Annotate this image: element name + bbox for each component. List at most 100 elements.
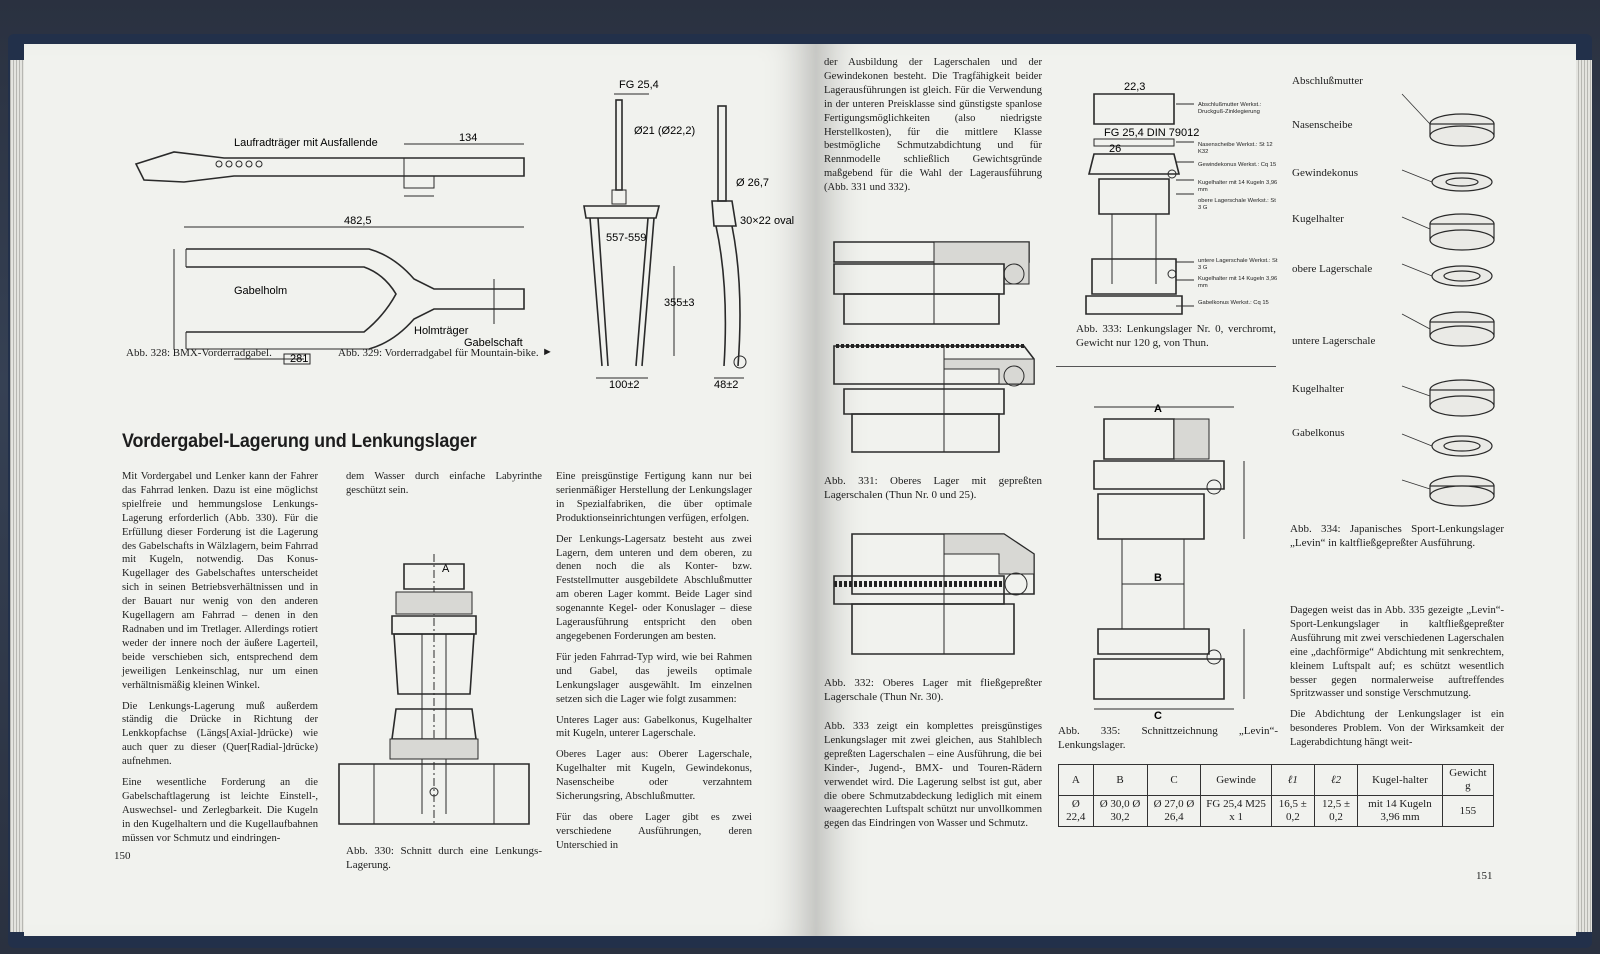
fig333-label: obere Lagerschale Werkst.: St 3 G <box>1198 198 1276 211</box>
right-page: der Ausbildung der Lagerschalen und der … <box>816 44 1576 936</box>
dim-26: 26 <box>1109 143 1121 155</box>
label-gabelschaft: Gabelschaft <box>464 337 523 349</box>
right-col1-top: der Ausbildung der Lagerschalen und der … <box>824 57 1042 194</box>
caption-fig334: Abb. 334: Japanisches Sport-Lenkungslage… <box>1290 523 1504 549</box>
paragraph: Dagegen weist das in Abb. 335 gezeigte „… <box>1290 605 1504 700</box>
label-gabelholm: Gabelholm <box>234 285 287 297</box>
dim-phi21: Ø21 (Ø22,2) <box>634 125 695 137</box>
table-header: Kugel-halter <box>1357 764 1443 796</box>
dim-223: 22,3 <box>1124 81 1145 93</box>
right-col3-bottom: Dagegen weist das in Abb. 335 gezeigte „… <box>1290 604 1504 757</box>
upper-bearing-pressed-drawing <box>833 241 1035 453</box>
table-cell: Ø 22,4 <box>1058 795 1094 827</box>
left-col1: Mit Vordergabel und Lenker kann der Fahr… <box>122 470 318 853</box>
caption-fig329: Abb. 329: Vorderradgabel für Mountain-bi… <box>338 347 539 359</box>
paragraph: Unteres Lager aus: Gabelkonus, Kugelhalt… <box>556 714 752 740</box>
table-cell: mit 14 Kugeln 3,96 mm <box>1357 795 1443 827</box>
table-cell: FG 25,4 M25 x 1 <box>1200 795 1272 827</box>
part-label: Nasenscheibe <box>1292 119 1353 131</box>
headset-no0-drawing: 22,3 FG 25,4 DIN 79012 26 <box>1085 81 1199 315</box>
paragraph: Eine preisgünstige Fertigung kann nur be… <box>556 471 752 524</box>
paragraph: Für jeden Fahrrad-Typ wird, wie bei Rahm… <box>556 651 752 705</box>
dim-3022: 30×22 oval <box>740 215 794 227</box>
fig333-label: Kugelhalter mit 14 Kugeln 3,96 mm <box>1198 180 1278 193</box>
table-cell: Ø 30,0 Ø 30,2 <box>1092 795 1148 827</box>
page-number-left: 150 <box>114 850 131 862</box>
part-label: untere Lagerschale <box>1292 335 1376 347</box>
left-page: Laufradträger mit Ausfallende Gabelholm … <box>24 44 816 936</box>
paragraph: Mit Vordergabel und Lenker kann der Fahr… <box>122 471 318 691</box>
table-cell: 155 <box>1441 795 1495 827</box>
label-holmtraeger: Holmträger <box>414 325 469 337</box>
part-label: Kugelhalter <box>1292 383 1344 395</box>
fig333-label: Kugelhalter mit 14 Kugeln 3,96 mm <box>1198 276 1278 289</box>
table-header: ℓ2 <box>1313 764 1359 796</box>
paragraph: Für das obere Lager gibt es zwei verschi… <box>556 811 752 851</box>
paragraph: Die Abdichtung der Lenkungslager ist ein… <box>1290 709 1504 749</box>
mtb-fork-drawing: FG 25,4 Ø21 (Ø22,2) Ø 26,7 30×22 oval 55… <box>583 79 794 391</box>
dim-1002: 100±2 <box>609 379 640 391</box>
caption-fig330: Abb. 330: Schnitt durch eine Lenkungs-La… <box>346 845 542 871</box>
divider <box>1056 366 1276 367</box>
table-header: A <box>1058 764 1094 796</box>
upper-bearing-extruded-drawing <box>833 533 1035 655</box>
dim-281: 281 <box>290 353 308 365</box>
levin-dimension-table: A B C Gewinde ℓ1 ℓ2 Kugel-halter Gewicht… <box>1058 764 1495 827</box>
dim-fg254-din: FG 25,4 DIN 79012 <box>1104 127 1199 139</box>
page-edges-right <box>1576 60 1592 932</box>
dim-355: 355±3 <box>664 297 695 309</box>
dim-482: 48±2 <box>714 379 738 391</box>
left-col2: dem Wasser durch einfache Labyrinthe ges… <box>346 470 542 505</box>
table-cell: 12,5 ± 0,2 <box>1313 795 1359 827</box>
part-label: obere Lagerschale <box>1292 263 1373 275</box>
dim-134: 134 <box>459 132 477 144</box>
arrow-right-icon: ► <box>542 346 553 358</box>
fig333-label: Nasenscheibe Werkst.: St 12 K32 <box>1198 142 1273 155</box>
dim-557: 557-559 <box>606 232 646 244</box>
label-c: C <box>1154 710 1162 722</box>
dim-fg254: FG 25,4 <box>619 79 659 91</box>
table-header: ℓ1 <box>1270 764 1315 796</box>
bmx-fork-drawing: Laufradträger mit Ausfallende Gabelholm … <box>134 132 525 365</box>
table-header-row: A B C Gewinde ℓ1 ℓ2 Kugel-halter Gewicht… <box>1058 764 1495 796</box>
table-header: B <box>1092 764 1148 796</box>
part-label: Kugelhalter <box>1292 213 1344 225</box>
part-label: Abschlußmutter <box>1292 75 1363 87</box>
paragraph: dem Wasser durch einfache Labyrinthe ges… <box>346 471 542 496</box>
page-edges-left <box>10 60 24 932</box>
steering-bearing-section-drawing: A <box>338 554 530 825</box>
caption-fig333: Abb. 333: Lenkungslager Nr. 0, verchromt… <box>1076 323 1276 349</box>
table-header: C <box>1146 764 1202 796</box>
table-row: Ø 22,4 Ø 30,0 Ø 30,2 Ø 27,0 Ø 26,4 FG 25… <box>1058 795 1495 827</box>
paragraph: Der Lenkungs-Lagersatz besteht aus zwei … <box>556 533 752 642</box>
label-laufradtraeger: Laufradträger mit Ausfallende <box>234 137 378 149</box>
paragraph: Die Lenkungs-Lagerung muß außerdem ständ… <box>122 700 318 768</box>
section-heading: Vordergabel-Lagerung und Lenkungslager <box>122 430 477 452</box>
paragraph: Eine wesentliche Forderung an die Gabels… <box>122 777 318 844</box>
left-col3: Eine preisgünstige Fertigung kann nur be… <box>556 470 752 860</box>
caption-fig331: Abb. 331: Oberes Lager mit gepreßten Lag… <box>824 475 1042 501</box>
fig333-label: Gabelkonus Werkst.: Cq 15 <box>1198 300 1269 306</box>
fig333-label: Gewindekonus Werkst.: Cq 15 <box>1198 162 1277 168</box>
paragraph: Oberes Lager aus: Oberer Lagerschale, Ku… <box>556 749 752 803</box>
part-label: Gewindekonus <box>1292 167 1358 179</box>
caption-fig332: Abb. 332: Oberes Lager mit fließgepreßte… <box>824 677 1042 703</box>
mark-a: A <box>442 563 450 575</box>
right-col1-bottom: Abb. 333 zeigt ein komplettes preisgünst… <box>824 721 1042 830</box>
fig333-label: untere Lagerschale Werkst.: St 3 G <box>1198 258 1278 271</box>
table-cell: Ø 27,0 Ø 26,4 <box>1146 795 1202 827</box>
caption-fig328: Abb. 328: BMX-Vorderradgabel. <box>126 347 272 359</box>
dim-267: Ø 26,7 <box>736 177 769 189</box>
table-header: Gewinde <box>1200 764 1272 796</box>
table-cell: 16,5 ± 0,2 <box>1270 795 1315 827</box>
dim-4825: 482,5 <box>344 215 372 227</box>
page-number-right: 151 <box>1476 870 1493 882</box>
label-a: A <box>1154 403 1162 415</box>
caption-fig335: Abb. 335: Schnittzeichnung „Levin“-Lenku… <box>1058 725 1278 751</box>
part-label: Gabelkonus <box>1292 427 1345 439</box>
label-b: B <box>1154 572 1162 584</box>
fig333-label: Abschlußmutter Werkst.: Druckguß-Zinkleg… <box>1198 102 1262 115</box>
table-header: Gewicht g <box>1441 764 1495 796</box>
levin-exploded-drawing <box>1401 93 1495 507</box>
